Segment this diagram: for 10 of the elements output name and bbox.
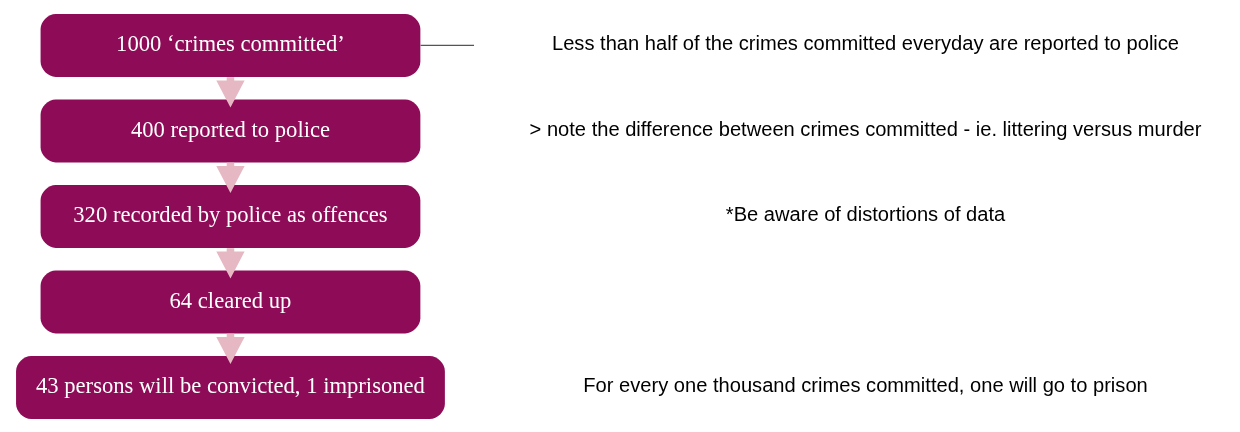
node-box: 43 persons will be convicted, 1 imprisoned xyxy=(16,355,445,419)
node-box: 320 recorded by police as offences xyxy=(40,184,421,248)
node-box: 1000 ‘crimes committed’ xyxy=(40,13,421,77)
label: For every one thousand crimes committed, one will go to prison xyxy=(583,373,1148,396)
node-box: 64 cleared up xyxy=(40,270,421,333)
label: Less than half of the crimes committed everyday are reported to police xyxy=(552,31,1180,54)
label: *Be aware of distortions of data xyxy=(725,202,1006,225)
connector xyxy=(419,44,475,46)
label: > note the difference between crimes committed - ie. littering versus murder xyxy=(529,117,1202,140)
node-box: 400 reported to police xyxy=(40,99,421,162)
